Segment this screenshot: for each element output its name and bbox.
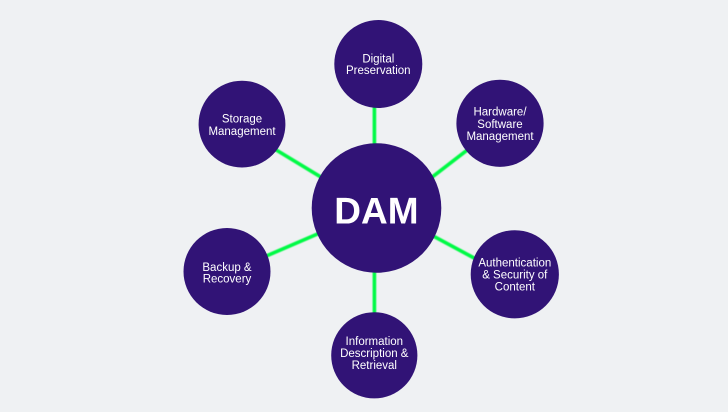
svg-text:DAM: DAM bbox=[334, 191, 418, 232]
svg-text:Backup &Recovery: Backup &Recovery bbox=[202, 262, 252, 285]
